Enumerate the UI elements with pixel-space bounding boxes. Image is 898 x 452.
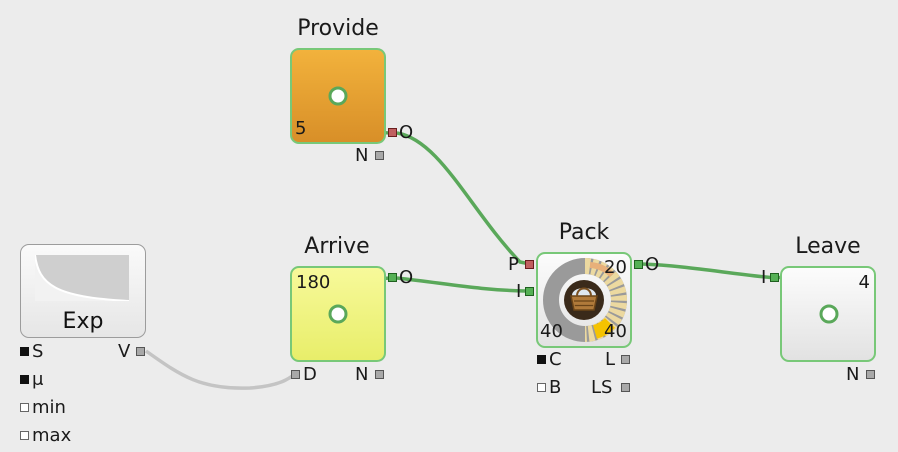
exp-port-max-label: max [32, 425, 72, 446]
leave-value: 4 [858, 272, 870, 293]
exp-port-max[interactable] [20, 431, 29, 440]
arrive-port-out[interactable] [388, 273, 397, 282]
pack-port-l-label: L [605, 349, 616, 370]
exp-port-s[interactable] [20, 347, 29, 356]
exp-port-min[interactable] [20, 403, 29, 412]
provide-port-n[interactable] [375, 151, 384, 160]
pack-progress-icon [543, 258, 628, 342]
arrive-port-d[interactable] [291, 370, 300, 379]
provide-port-n-label: N [355, 145, 369, 166]
leave-token-icon [819, 304, 839, 324]
exp-port-min-label: min [32, 397, 66, 418]
arrive-port-n-label: N [355, 364, 369, 385]
pack-port-ls[interactable] [621, 383, 630, 392]
leave-port-i[interactable] [770, 273, 779, 282]
pack-port-b-label: B [549, 377, 562, 398]
pack-port-c-label: C [549, 349, 562, 370]
pack-port-i[interactable] [525, 287, 534, 296]
exponential-curve-icon [35, 255, 129, 301]
leave-port-i-label: I [761, 267, 767, 288]
arrive-port-out-label: O [399, 267, 414, 288]
pack-value-top-right: 20 [604, 257, 627, 278]
pack-value-bottom-left: 40 [540, 321, 563, 342]
edge-provide-to-pack[interactable] [396, 131, 531, 266]
edge-pack-to-leave[interactable] [641, 262, 777, 280]
provide-block[interactable]: 5 [290, 48, 386, 144]
arrive-value: 180 [296, 272, 331, 293]
provide-value: 5 [295, 118, 307, 139]
arrive-port-n[interactable] [375, 370, 384, 379]
exp-title: Exp [62, 309, 104, 334]
basket-icon [564, 280, 604, 320]
pack-port-o-label: O [645, 254, 660, 275]
pack-value-bottom-right: 40 [604, 321, 627, 342]
exp-port-mu[interactable] [20, 375, 29, 384]
leave-port-n[interactable] [866, 370, 875, 379]
exp-port-s-label: S [32, 341, 44, 362]
provide-port-out[interactable] [388, 128, 397, 137]
pack-port-ls-label: LS [591, 377, 613, 398]
pack-port-p[interactable] [525, 260, 534, 269]
exp-port-v-label: V [118, 341, 131, 362]
provide-title: Provide [297, 16, 379, 41]
edge-arrive-to-pack[interactable] [396, 276, 526, 293]
exp-block[interactable]: Exp [20, 244, 146, 338]
provide-port-out-label: O [399, 122, 414, 143]
provide-token-icon [328, 86, 348, 106]
exp-port-v[interactable] [136, 347, 145, 356]
leave-title: Leave [795, 234, 861, 259]
pack-port-b[interactable] [537, 383, 546, 392]
arrive-title: Arrive [304, 234, 370, 259]
arrive-token-icon [328, 304, 348, 324]
pack-port-l[interactable] [621, 355, 630, 364]
pack-port-p-label: P [508, 254, 519, 275]
pack-port-i-label: I [516, 281, 522, 302]
exp-port-mu-label: μ [32, 369, 44, 390]
edge-exp-to-arrive[interactable] [144, 349, 297, 390]
leave-port-n-label: N [846, 364, 860, 385]
pack-port-o[interactable] [634, 260, 643, 269]
pack-title: Pack [558, 220, 610, 245]
arrive-port-d-label: D [303, 364, 317, 385]
pack-port-c[interactable] [537, 355, 546, 364]
